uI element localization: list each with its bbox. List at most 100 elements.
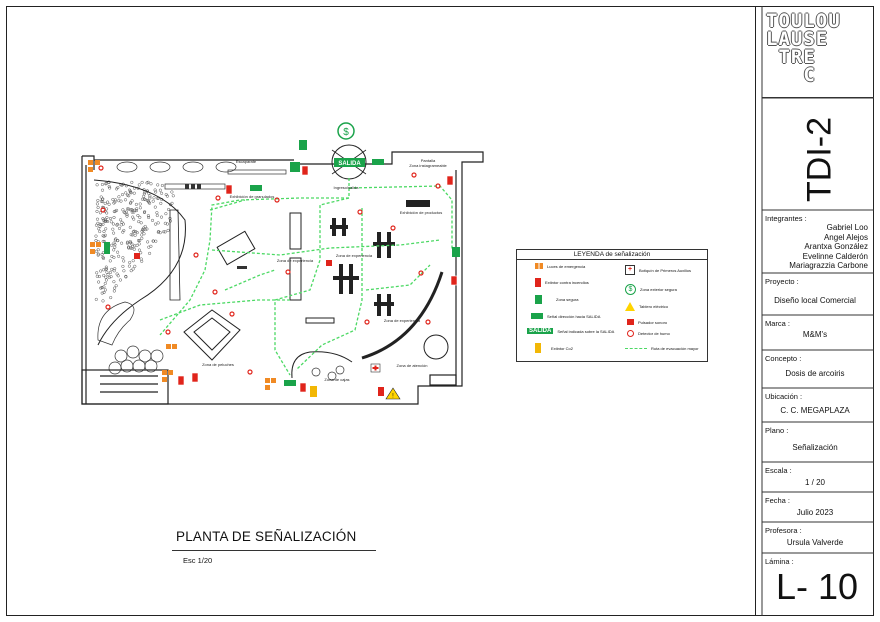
concepto-section: Concepto : Dosis de arcoiris: [765, 354, 845, 378]
candy-dot: [115, 222, 120, 226]
candy-dot: [158, 188, 162, 192]
candy-dot: [127, 194, 131, 198]
candy-dot: [148, 201, 152, 205]
candy-dot: [125, 240, 130, 244]
candy-dot: [164, 212, 168, 216]
candy-dot: [136, 213, 140, 218]
candy-dot: [104, 278, 108, 282]
candy-dot: [99, 195, 103, 199]
candy-dot: [125, 214, 129, 218]
candy-dot: [99, 199, 104, 203]
candy-dot: [95, 274, 99, 278]
candy-dot: [132, 191, 136, 195]
candy-dot: [149, 182, 153, 186]
candy-dot: [170, 201, 174, 205]
title-underline: [172, 550, 376, 551]
candy-dot: [121, 208, 125, 212]
member: Gabriel Loo: [826, 223, 868, 232]
candy-dot: [95, 271, 99, 275]
escala-section: Escala : 1 / 20: [765, 466, 825, 487]
electrical-panel-icon: !: [385, 387, 401, 400]
candy-dot: [129, 269, 133, 273]
co2-extinguisher-icon: [310, 386, 317, 397]
candy-dot: [102, 285, 106, 289]
candy-dot: [128, 239, 132, 244]
marca-section: Marca : M&M's: [765, 319, 828, 339]
candy-dot: [165, 194, 169, 198]
exit-sign-icon: SALIDA: [527, 328, 554, 334]
candy-dot: [131, 259, 135, 263]
exit-sign-label: SALIDA: [338, 161, 361, 167]
candy-dot: [142, 226, 146, 230]
legend-item-co2: Extintor Co2: [535, 343, 573, 353]
candy-dot: [123, 211, 127, 215]
candy-dot: [121, 264, 125, 268]
alarm-button-icon: [627, 319, 634, 325]
candy-dot: [125, 241, 129, 245]
drawing-scale: Esc 1/20: [183, 556, 213, 565]
candy-dot: [95, 202, 99, 206]
fire-extinguisher-icons: [177, 165, 458, 393]
candy-dot: [138, 202, 142, 206]
candy-dot: [137, 242, 141, 246]
legend-item-first-aid: + Botiquín de Primeros Auxilios: [625, 265, 691, 275]
candy-dot: [142, 197, 146, 201]
profesora-section: Profesora : Ursula Valverde: [765, 526, 844, 547]
candy-dot: [159, 215, 164, 219]
label-zona-instagrameable: Zona instagrameable: [409, 163, 447, 168]
candy-dot: [129, 191, 133, 195]
svg-text:$: $: [343, 127, 349, 138]
candy-dot: [119, 223, 123, 227]
candy-dot: [103, 201, 107, 206]
candy-dot: [113, 245, 117, 249]
candy-dot: [127, 264, 131, 268]
drawing-title: PLANTA DE SEÑALIZACIÓN: [176, 529, 357, 544]
sheet-number: L- 10: [776, 566, 859, 607]
smoke-detector-icons: [98, 165, 441, 375]
first-aid-icon: [370, 363, 381, 373]
title-block-divider: [755, 6, 756, 616]
candy-dot: [117, 254, 121, 258]
candy-dot: [104, 267, 109, 271]
candy-dot: [94, 234, 98, 238]
candy-dot: [134, 230, 138, 234]
candy-wall: [94, 180, 175, 303]
candy-dot: [96, 198, 100, 203]
candy-dot: [117, 199, 121, 203]
candy-dot: [128, 260, 132, 265]
candy-dot: [96, 205, 100, 210]
candy-dot: [148, 196, 152, 200]
candy-dot: [120, 241, 124, 245]
display-tables: [116, 161, 287, 190]
candy-dot: [102, 229, 106, 234]
candy-dot: [138, 215, 142, 219]
candy-dot: [104, 265, 108, 269]
candy-dot: [160, 191, 164, 195]
candy-dot: [150, 218, 155, 222]
candy-dot: [143, 228, 147, 232]
candy-dot: [147, 215, 151, 220]
candy-dot: [129, 233, 133, 237]
candy-dot: [112, 201, 116, 205]
candy-dot: [117, 195, 121, 199]
label-zona-experiencia-3: Zona de experiencia: [384, 318, 421, 323]
label-exhibicion-granulados: Exhibición de granulados: [230, 194, 275, 199]
candy-dot: [170, 190, 174, 194]
candy-dot: [122, 210, 126, 214]
exit-direction-icon: [531, 313, 543, 319]
candy-dot: [113, 267, 117, 271]
ubicacion-section: Ubicación : C. C. MEGAPLAZA: [765, 392, 850, 415]
cross-displays: [330, 200, 430, 316]
candy-dot: [143, 224, 147, 229]
candy-dot: [123, 198, 128, 202]
safe-zone-exterior-icon: $: [337, 122, 355, 140]
candy-dot: [122, 228, 126, 233]
candy-dot: [114, 284, 118, 288]
candy-dot: [121, 230, 125, 234]
candy-dot: [163, 230, 167, 234]
evacuation-route-icon: [625, 348, 647, 349]
candy-dot: [97, 227, 101, 231]
candy-dot: [162, 230, 166, 234]
member: Evelinne Calderón: [802, 251, 868, 261]
